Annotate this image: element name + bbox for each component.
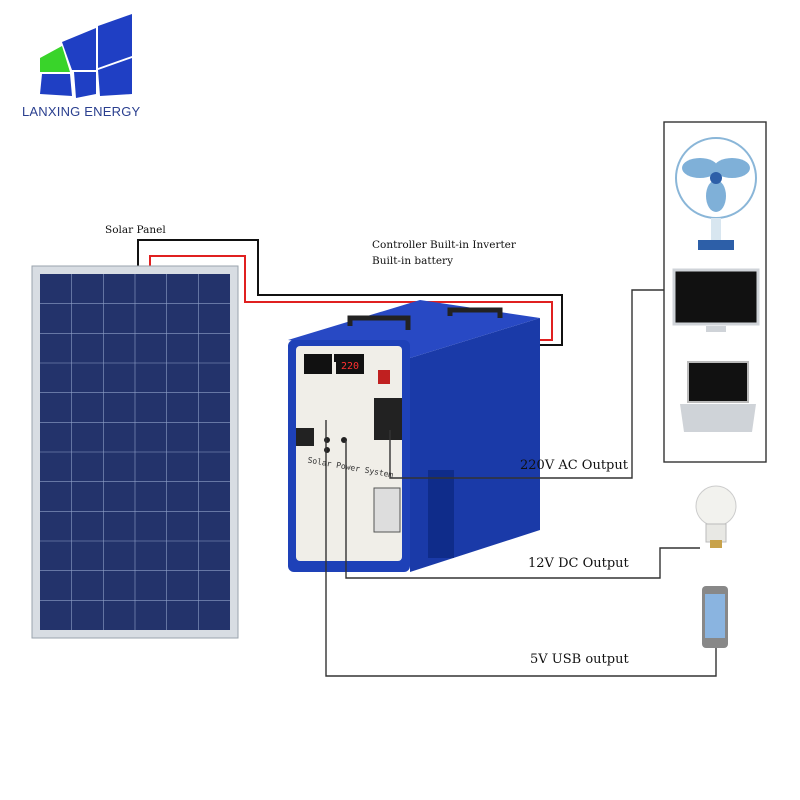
output-wires bbox=[325, 289, 717, 677]
dc-output-label: 12V DC Output bbox=[528, 556, 629, 571]
solar-panel bbox=[31, 265, 239, 639]
device-frame bbox=[663, 121, 767, 463]
controller-label-2: Built-in battery bbox=[372, 255, 454, 267]
lanxing-logo-icon bbox=[40, 14, 132, 98]
brand-name: LANXING ENERGY bbox=[22, 104, 141, 119]
ac-output-label: 220V AC Output bbox=[520, 458, 628, 473]
bulb-icon bbox=[695, 485, 737, 548]
laptop-icon bbox=[680, 361, 756, 432]
solar-power-unit: 220 Solar Power System bbox=[288, 300, 540, 572]
solar-panel-label: Solar Panel bbox=[105, 224, 166, 236]
panel-wires bbox=[137, 239, 563, 346]
phone-icon bbox=[702, 586, 728, 648]
monitor-icon bbox=[672, 268, 760, 332]
usb-output-label: 5V USB output bbox=[530, 652, 629, 667]
controller-label-1: Controller Built-in Inverter bbox=[372, 239, 516, 251]
fan-icon bbox=[675, 137, 757, 250]
unit-display-value: 220 bbox=[341, 361, 359, 372]
